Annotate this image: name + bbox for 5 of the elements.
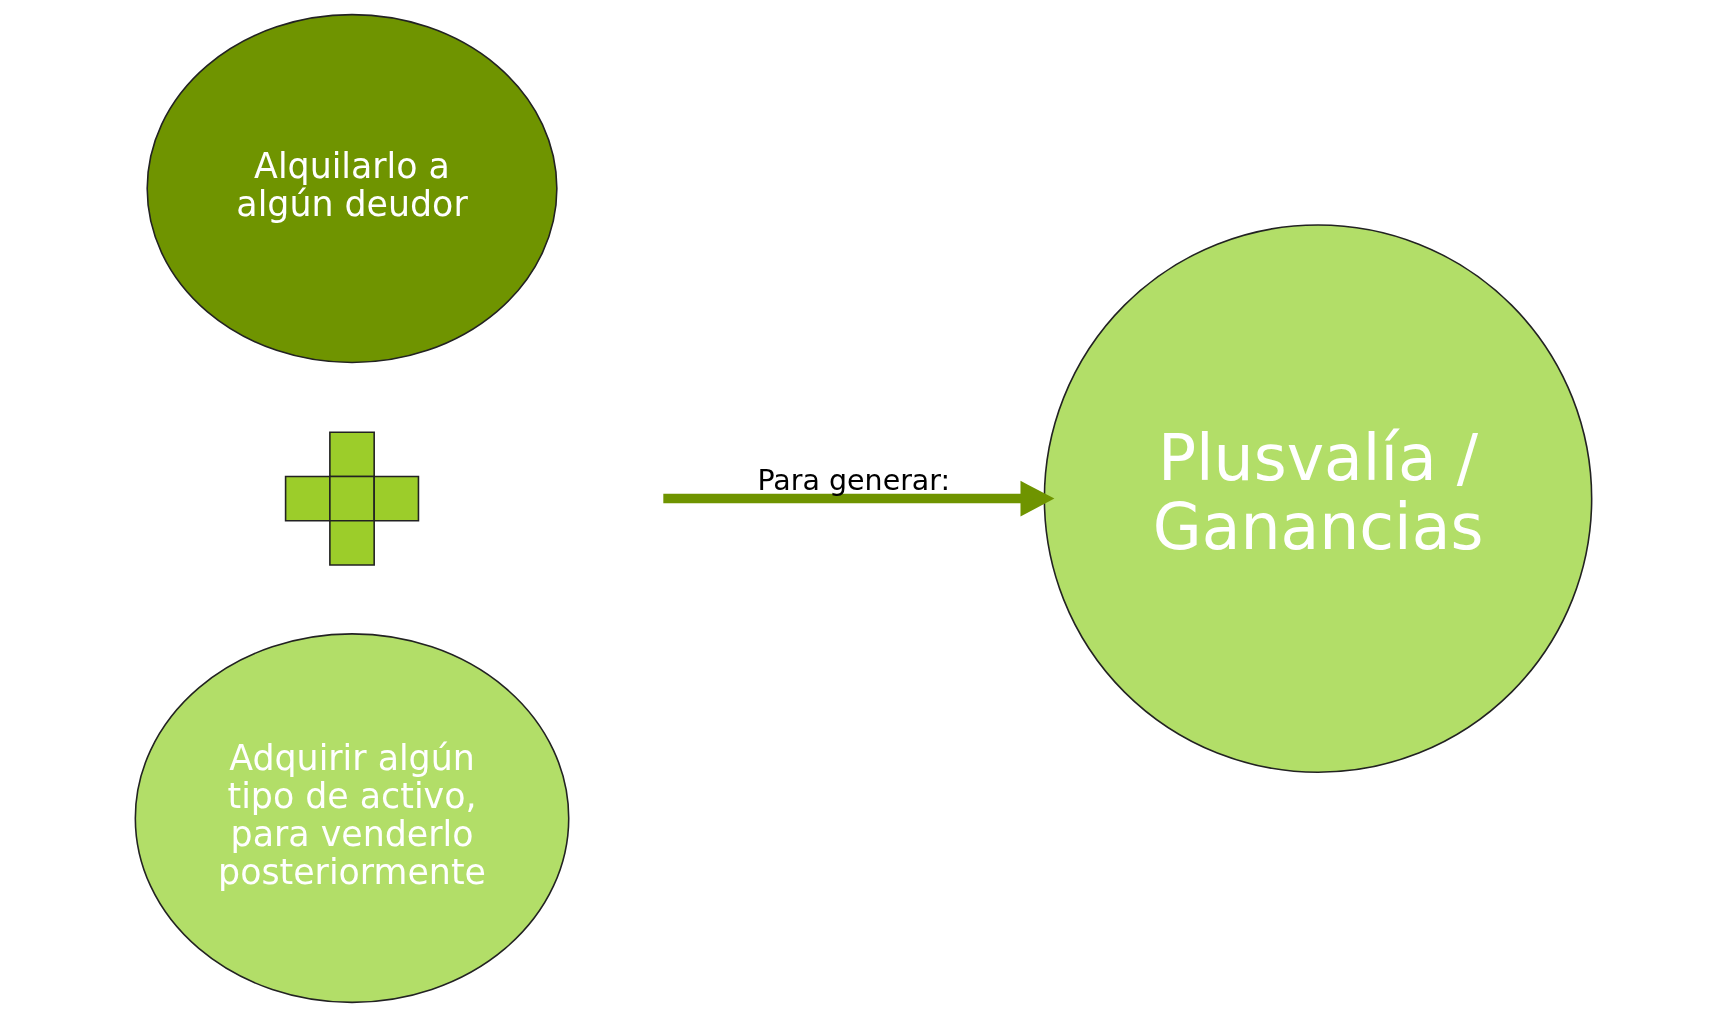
arrow	[663, 480, 1055, 517]
node-ellipse: Adquirir algún tipo de activo, para venderlo posteriormente	[134, 633, 570, 1004]
node-circle: Plusvalía / Ganancias	[1043, 224, 1593, 774]
edge-label: Para generar:	[757, 463, 951, 497]
node-ellipse: Alquilarlo a algún deudor	[146, 13, 558, 364]
